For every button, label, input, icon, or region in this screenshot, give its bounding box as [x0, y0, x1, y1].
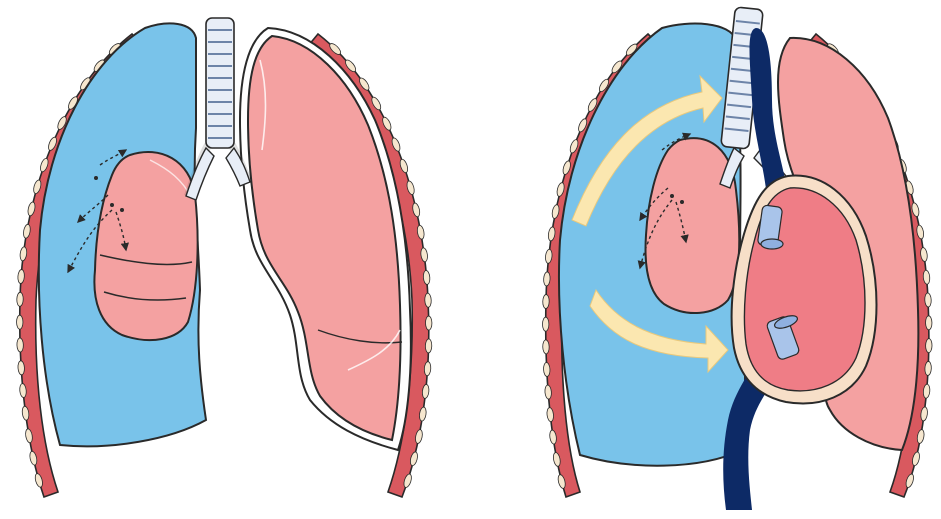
rib-segment [17, 338, 24, 352]
rib-segment [425, 316, 432, 330]
collapsed-lung-icon [94, 152, 197, 340]
rib-segment [926, 339, 933, 353]
rib-segment [543, 294, 550, 308]
rib-segment [925, 361, 932, 375]
rib-segment [542, 317, 548, 331]
rib-segment [925, 316, 932, 330]
rib-segment [425, 339, 432, 353]
simple-pneumothorax-panel [17, 18, 432, 497]
rib-segment [543, 340, 550, 354]
rib-segment [924, 293, 931, 307]
tension-pneumothorax-panel [542, 7, 932, 510]
normal-lung-icon [240, 28, 411, 450]
rib-segment [17, 292, 24, 306]
collapsed-lung-icon [646, 138, 740, 313]
rib-segment [543, 362, 550, 376]
rib-segment [424, 293, 431, 307]
rib-segment [17, 315, 23, 329]
